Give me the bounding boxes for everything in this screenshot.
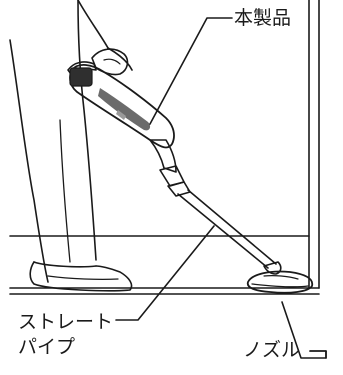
product-label: 本製品	[234, 7, 292, 29]
vacuum-cleaner-illustration	[67, 48, 314, 294]
straight-pipe-label-line2: パイプ	[18, 336, 76, 358]
person-legs-illustration	[9, 0, 133, 292]
straight-pipe-label-line1: ストレート	[18, 311, 114, 333]
nozzle-label: ノズル	[243, 339, 301, 361]
leader-lines	[115, 17, 327, 359]
